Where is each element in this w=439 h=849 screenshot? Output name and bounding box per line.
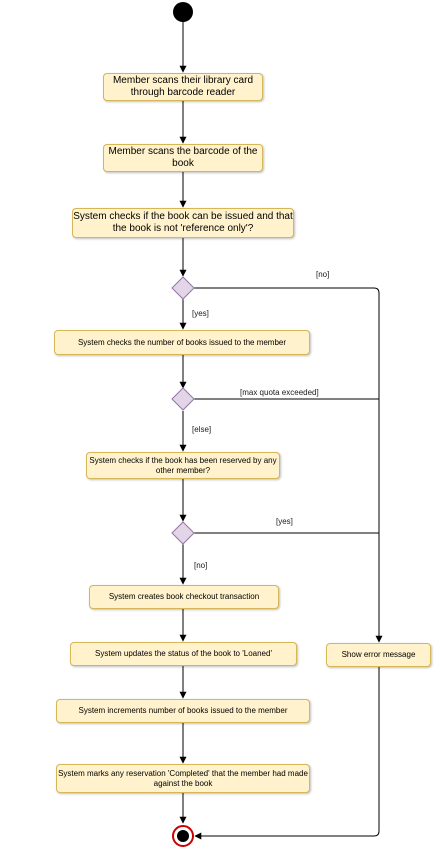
guard-label-no-reserved: [no] xyxy=(194,561,208,570)
activity-text: System updates the status of the book to… xyxy=(95,649,272,659)
activity-show-error-message: Show error message xyxy=(326,643,431,667)
activity-text: System checks if the book has been reser… xyxy=(89,455,277,475)
final-node-core xyxy=(177,830,189,842)
activity-scan-book-barcode: Member scans the barcode of the book xyxy=(103,144,263,172)
activity-text: Show error message xyxy=(341,650,416,660)
activity-text: System creates book checkout transaction xyxy=(108,592,260,602)
decision-node-quota xyxy=(171,387,195,411)
activity-text: Member scans the barcode of the book xyxy=(108,146,258,169)
activity-mark-reservation-completed: System marks any reservation 'Completed'… xyxy=(56,764,310,793)
activity-text: System increments number of books issued… xyxy=(78,706,288,716)
decision-node-issuable xyxy=(171,276,195,300)
activity-check-book-reserved: System checks if the book has been reser… xyxy=(86,452,280,479)
activity-scan-library-card: Member scans their library card through … xyxy=(103,73,263,101)
activity-update-book-status: System updates the status of the book to… xyxy=(70,642,297,666)
guard-label-else: [else] xyxy=(192,425,212,434)
guard-label-yes: [yes] xyxy=(192,309,209,318)
activity-text: System checks the number of books issued… xyxy=(77,337,287,347)
activity-create-checkout-transaction: System creates book checkout transaction xyxy=(89,585,279,609)
initial-node xyxy=(173,2,193,22)
decision-node-reserved xyxy=(171,521,195,545)
activity-text: System checks if the book can be issued … xyxy=(73,211,293,234)
activity-increment-books-issued: System increments number of books issued… xyxy=(56,699,310,723)
activity-check-books-issued-count: System checks the number of books issued… xyxy=(54,330,310,355)
edge-error-to-end xyxy=(194,667,380,840)
activity-text: System marks any reservation 'Completed'… xyxy=(58,768,308,788)
activity-text: Member scans their library card through … xyxy=(112,75,254,98)
activity-check-book-issuable: System checks if the book can be issued … xyxy=(72,208,294,238)
guard-label-max-quota-exceeded: [max quota exceeded] xyxy=(240,388,319,397)
guard-label-yes-reserved: [yes] xyxy=(276,517,293,526)
edge-decision-1-no-to-error xyxy=(194,287,383,643)
guard-label-no: [no] xyxy=(316,270,330,279)
